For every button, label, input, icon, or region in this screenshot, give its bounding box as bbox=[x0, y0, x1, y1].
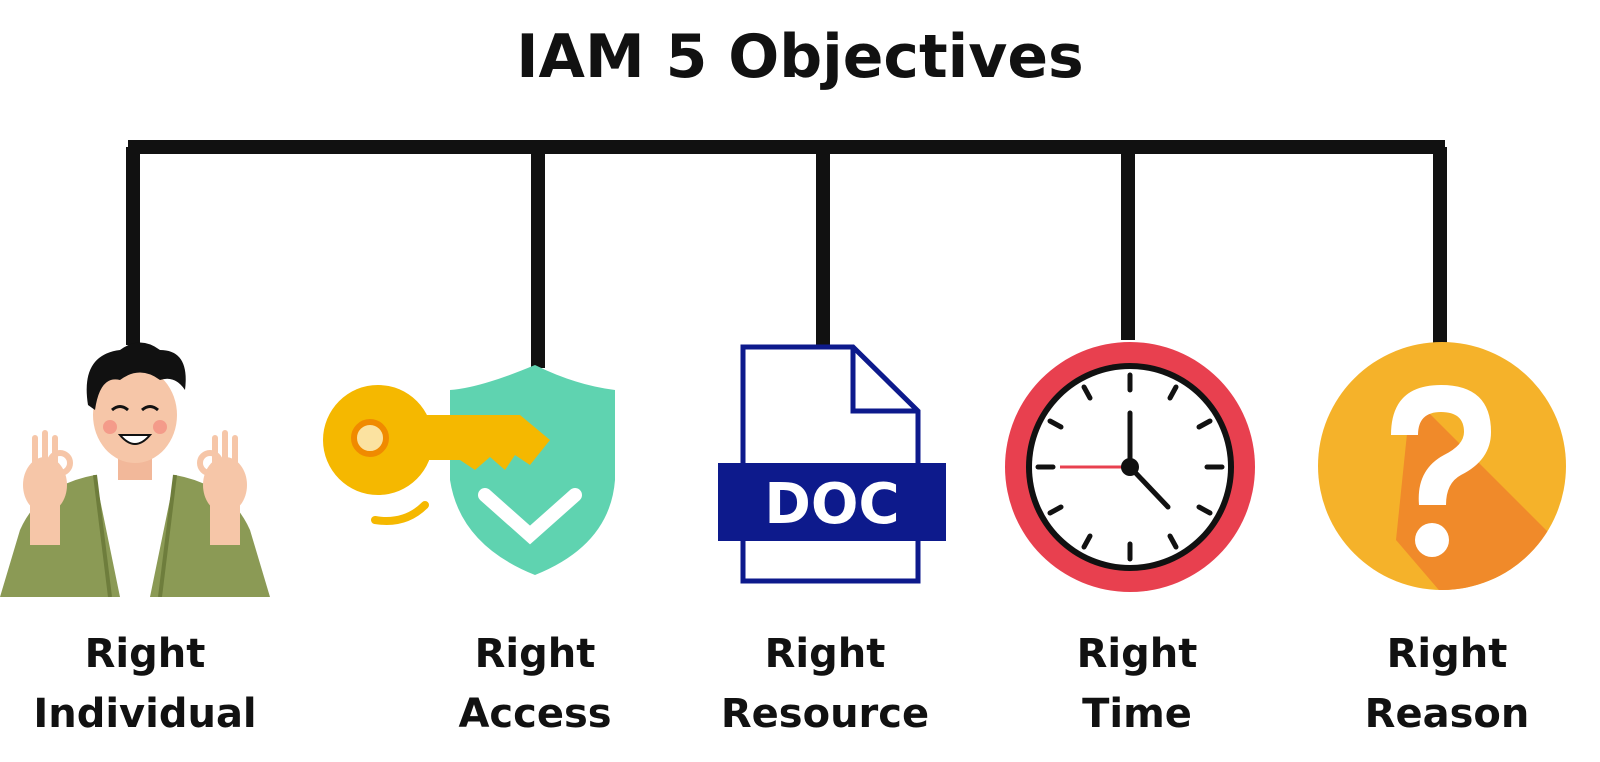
objective-label-individual: Right Individual bbox=[15, 624, 275, 744]
document-icon: DOC bbox=[718, 344, 946, 584]
objective-label-line1: Right bbox=[474, 631, 596, 677]
objective-label-line2: Time bbox=[1082, 691, 1192, 737]
objective-label-line1: Right bbox=[764, 631, 886, 677]
objective-label-line2: Individual bbox=[33, 691, 257, 737]
clock-icon bbox=[1005, 342, 1255, 592]
question-mark-icon bbox=[1318, 342, 1566, 590]
objective-label-reason: Right Reason bbox=[1317, 624, 1577, 744]
person-ok-gesture-icon bbox=[0, 342, 270, 597]
objective-label-line2: Reason bbox=[1364, 691, 1530, 737]
objective-label-access: Right Access bbox=[405, 624, 665, 744]
doc-badge bbox=[718, 463, 946, 541]
objective-label-line2: Resource bbox=[720, 691, 930, 737]
objective-label-line2: Access bbox=[458, 691, 612, 737]
key-shield-icon bbox=[323, 365, 615, 575]
diagram-title: IAM 5 Objectives bbox=[516, 22, 1084, 92]
objective-label-line1: Right bbox=[1076, 631, 1198, 677]
objective-label-time: Right Time bbox=[1007, 624, 1267, 744]
objective-label-line1: Right bbox=[84, 631, 206, 677]
doc-badge-label: DOC bbox=[764, 472, 899, 537]
objective-label-resource: Right Resource bbox=[695, 624, 955, 744]
objective-label-line1: Right bbox=[1386, 631, 1508, 677]
